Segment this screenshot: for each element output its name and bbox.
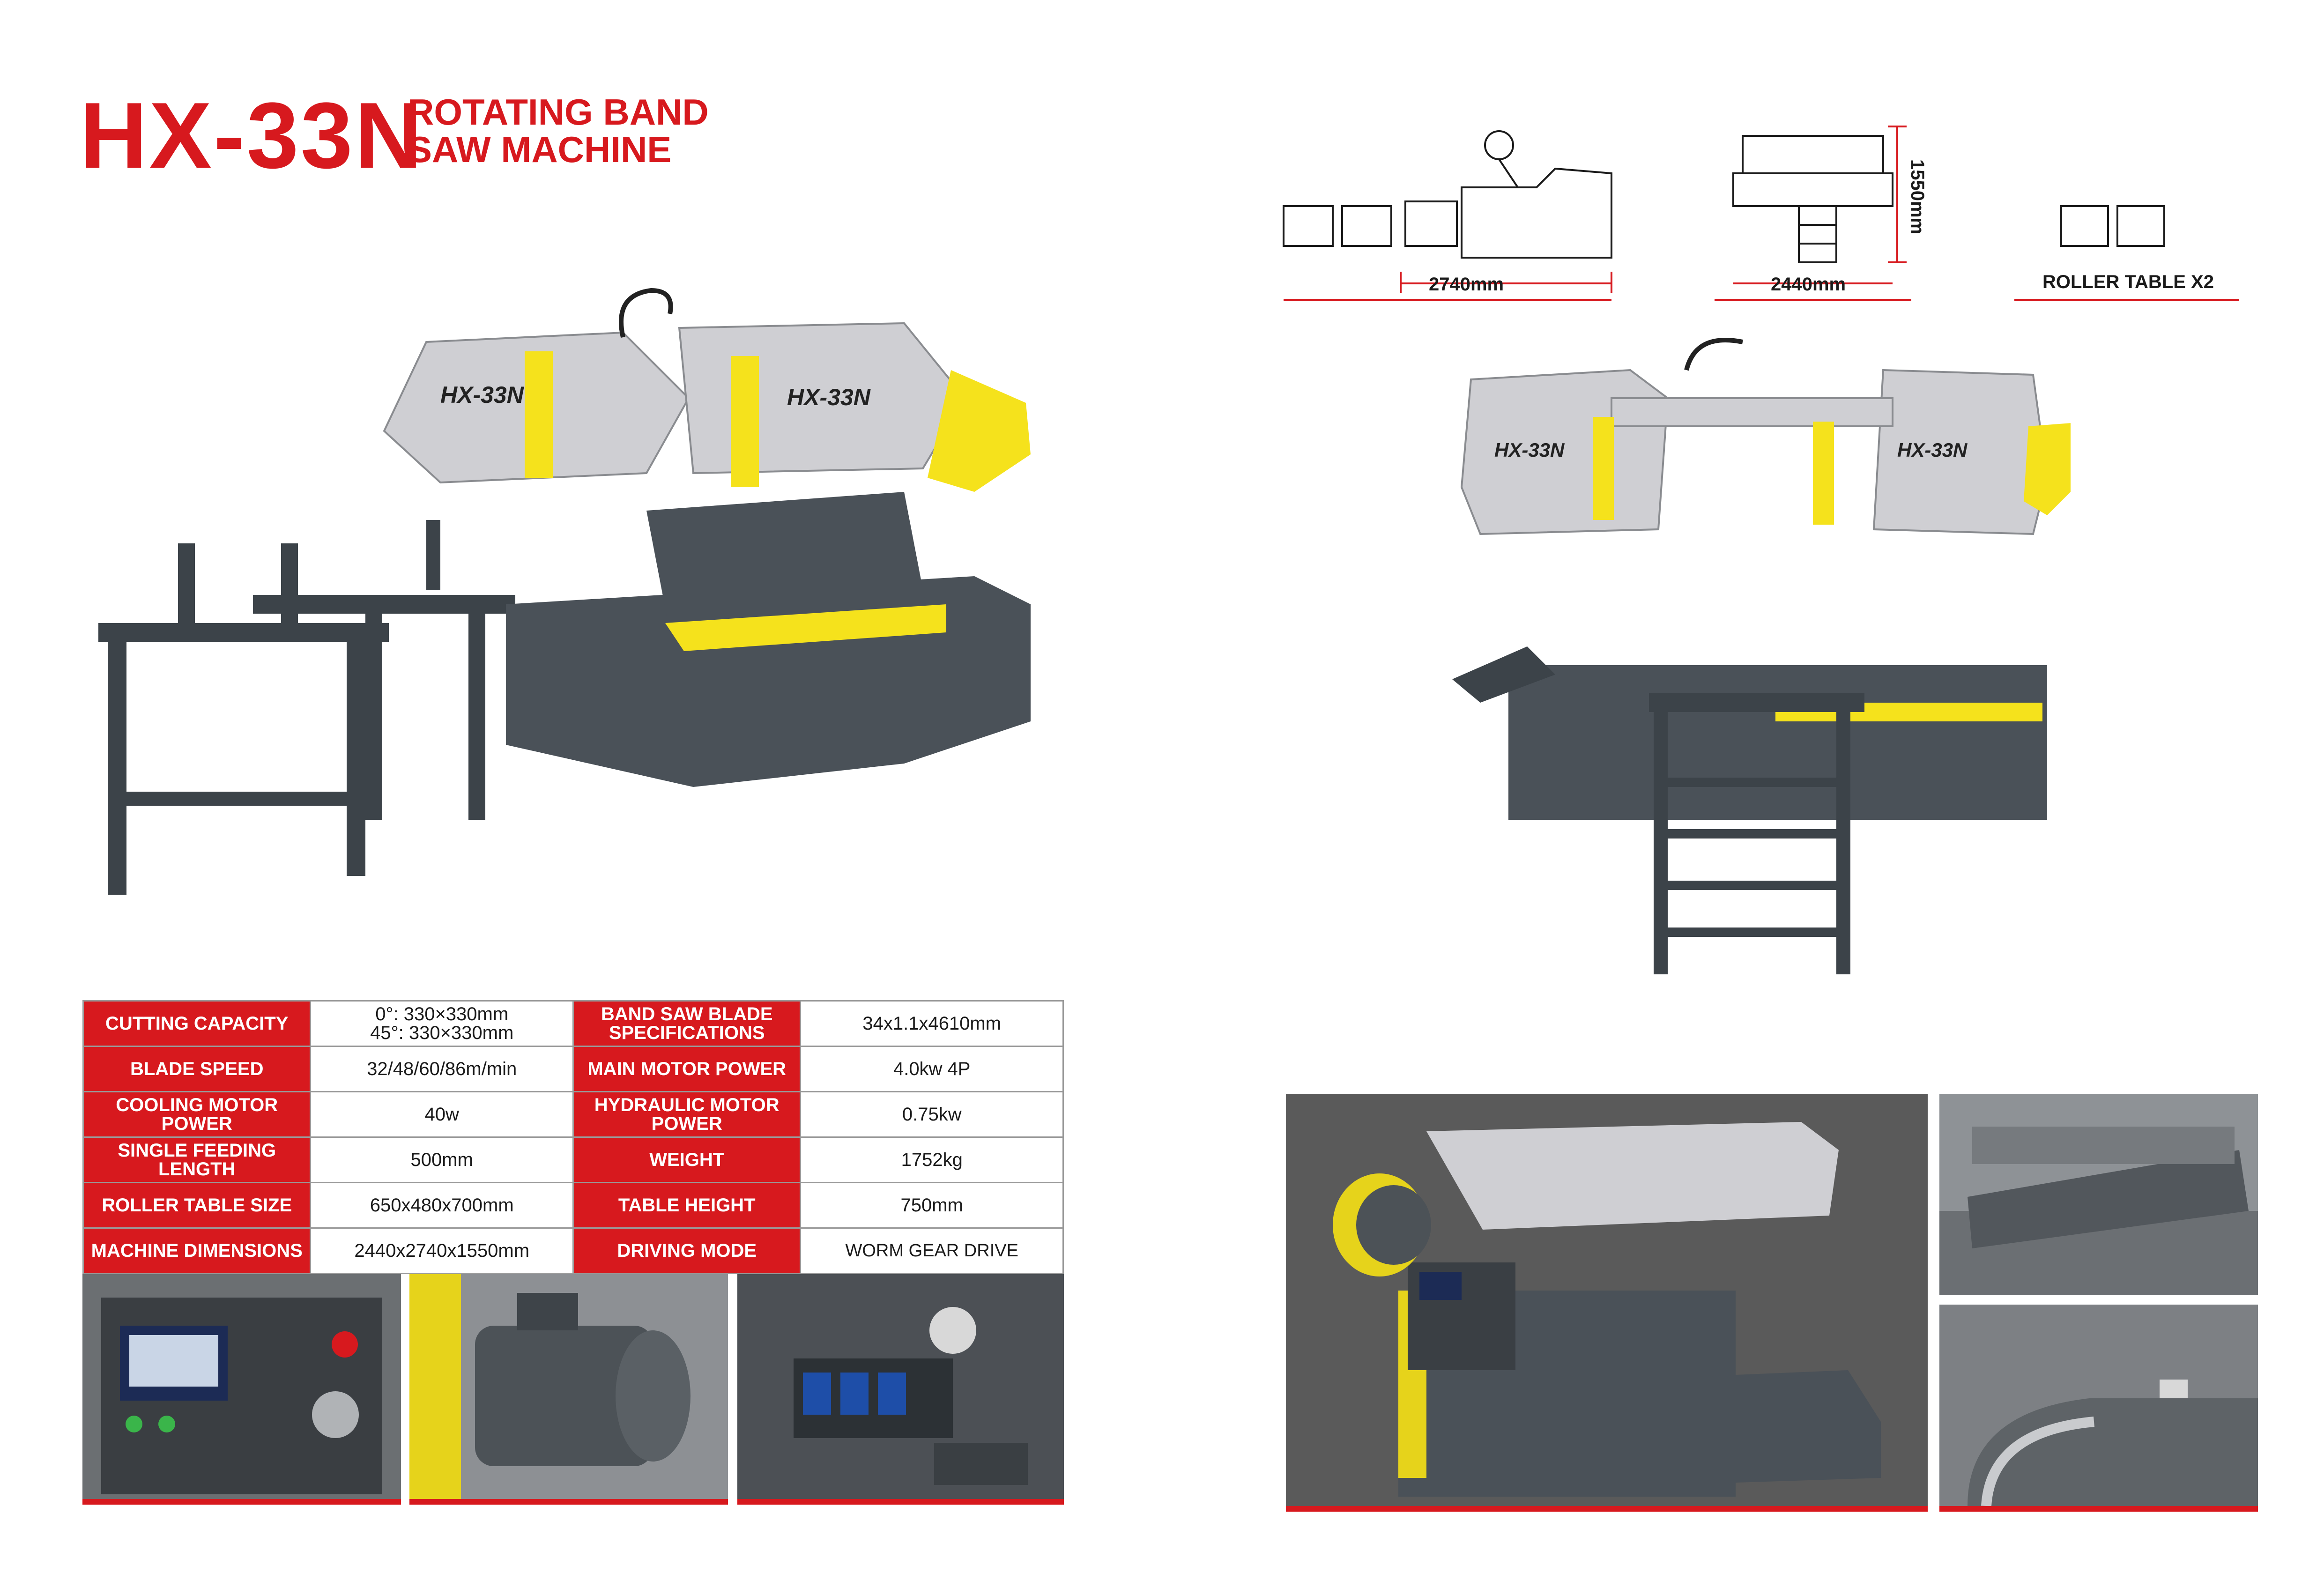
machine-photo-side: HX-33N HX-33N: [98, 288, 1031, 895]
title-line-2: SAW MACHINE: [408, 128, 672, 170]
spec-value: 750mm: [800, 1182, 1064, 1229]
machine-label-left: HX-33N: [440, 382, 524, 408]
spec-label: WEIGHT: [572, 1136, 802, 1183]
spec-row: SINGLE FEEDING LENGTH 500mm WEIGHT 1752k…: [82, 1136, 1064, 1183]
title-line-1: ROTATING BAND: [408, 91, 709, 133]
product-title: ROTATING BAND SAW MACHINE: [408, 91, 709, 170]
machine-label-front-left: HX-33N: [1494, 439, 1565, 461]
spec-value: 2440x2740x1550mm: [310, 1227, 574, 1274]
spec-value: 34x1.1x4610mm: [800, 1000, 1064, 1047]
photo-underline: [82, 1499, 401, 1505]
motor-photo: [409, 1274, 728, 1499]
hydraulic-valves-photo: [737, 1274, 1064, 1499]
spec-label: ROLLER TABLE SIZE: [82, 1182, 312, 1229]
photo-underline: [1286, 1506, 1928, 1512]
machine-label-right: HX-33N: [787, 384, 871, 410]
spec-value: WORM GEAR DRIVE: [800, 1227, 1064, 1274]
spec-value-line: 0°: 330×330mm: [375, 1004, 509, 1024]
spec-value-line: 45°: 330×330mm: [370, 1023, 514, 1043]
spec-row: BLADE SPEED 32/48/60/86m/min MAIN MOTOR …: [82, 1046, 1064, 1092]
spec-row: CUTTING CAPACITY 0°: 330×330mm 45°: 330×…: [82, 1000, 1064, 1047]
roller-table-illustration: [98, 520, 515, 895]
machine-label-front-right: HX-33N: [1897, 439, 1968, 461]
spec-value: 0°: 330×330mm 45°: 330×330mm: [310, 1000, 574, 1047]
spec-label: HYDRAULIC MOTOR POWER: [572, 1091, 802, 1138]
spec-label: TABLE HEIGHT: [572, 1182, 802, 1229]
photo-underline: [1939, 1506, 2258, 1512]
photo-underline: [409, 1499, 728, 1505]
spec-label: BLADE SPEED: [82, 1046, 312, 1092]
spec-row: COOLING MOTOR POWER 40w HYDRAULIC MOTOR …: [82, 1091, 1064, 1138]
spec-label: MAIN MOTOR POWER: [572, 1046, 802, 1092]
rotary-scale-photo: [1939, 1305, 2258, 1506]
spec-value: 650x480x700mm: [310, 1182, 574, 1229]
spec-value: 32/48/60/86m/min: [310, 1046, 574, 1092]
machine-photo-rotated: [1286, 1094, 1928, 1506]
spec-label: SINGLE FEEDING LENGTH: [82, 1136, 312, 1183]
spec-value: 500mm: [310, 1136, 574, 1183]
spec-label: MACHINE DIMENSIONS: [82, 1227, 312, 1274]
spec-row: ROLLER TABLE SIZE 650x480x700mm TABLE HE…: [82, 1182, 1064, 1229]
model-name: HX-33N: [80, 83, 424, 188]
spec-value: 0.75kw: [800, 1091, 1064, 1138]
spec-label: DRIVING MODE: [572, 1227, 802, 1274]
spec-value: 4.0kw 4P: [800, 1046, 1064, 1092]
height-label: 1550mm: [1907, 159, 1928, 234]
worktable-photo: [1939, 1094, 2258, 1295]
dimension-drawings: 2740mm 1550mm 2440mm ROLLER TABLE X2: [1283, 126, 2239, 301]
side-length-label: 2740mm: [1429, 274, 1504, 295]
side-view-drawing: [1283, 130, 1612, 259]
front-view-drawing: [1732, 135, 1893, 263]
spec-label: BAND SAW BLADE SPECIFICATIONS: [572, 1000, 802, 1047]
front-width-label: 2440mm: [1771, 274, 1846, 295]
spec-label: CUTTING CAPACITY: [82, 1000, 312, 1047]
spec-label: COOLING MOTOR POWER: [82, 1091, 312, 1138]
spec-value: 40w: [310, 1091, 574, 1138]
machine-photo-front: HX-33N HX-33N: [1452, 338, 2071, 974]
spec-table: CUTTING CAPACITY 0°: 330×330mm 45°: 330×…: [82, 1000, 1064, 1274]
roller-table-label: ROLLER TABLE X2: [2042, 272, 2214, 292]
roller-table-drawing: [2060, 205, 2165, 247]
photo-underline: [737, 1499, 1064, 1505]
control-panel-photo: [82, 1274, 401, 1499]
spec-value: 1752kg: [800, 1136, 1064, 1183]
spec-row: MACHINE DIMENSIONS 2440x2740x1550mm DRIV…: [82, 1227, 1064, 1274]
